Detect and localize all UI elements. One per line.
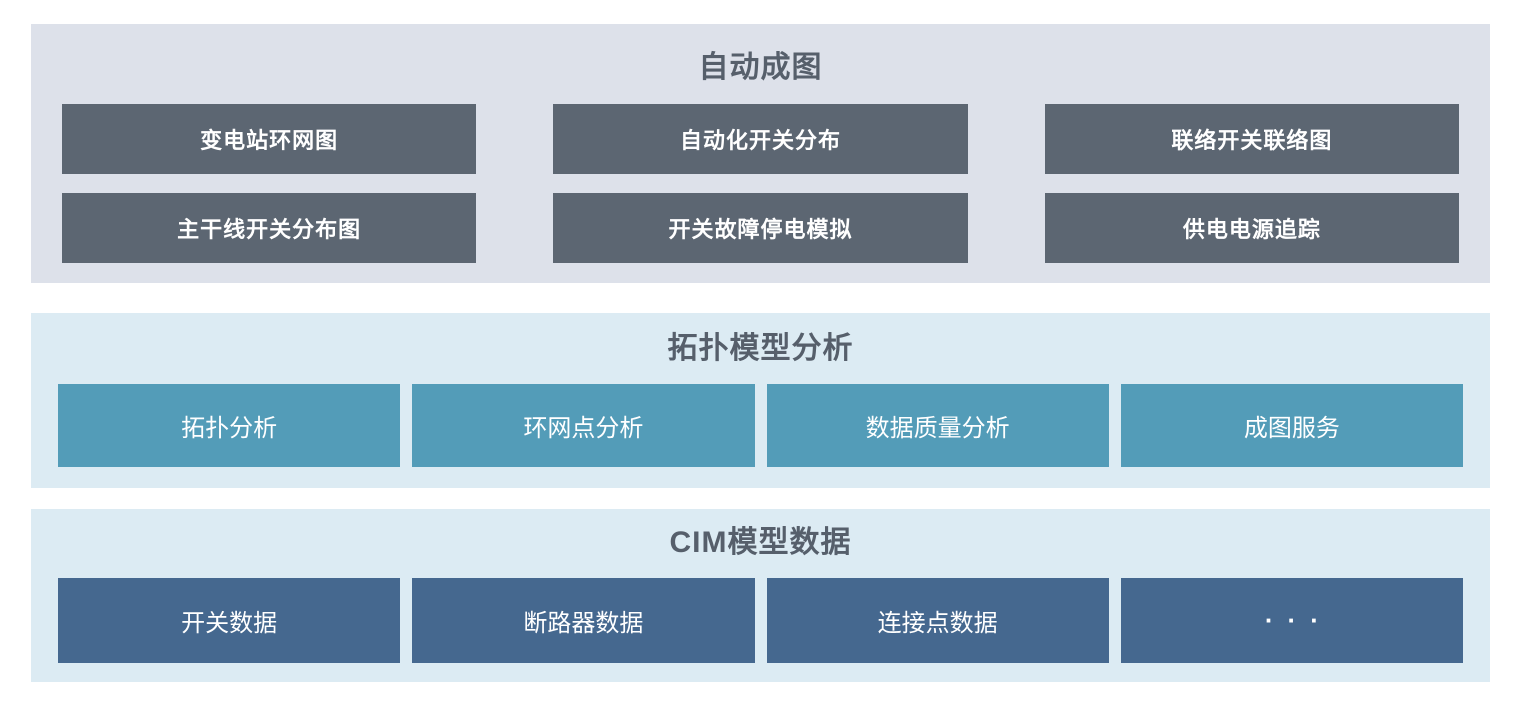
block-ring-point-analysis: 环网点分析 <box>412 384 755 467</box>
block-switch-fault-outage-simulation: 开关故障停电模拟 <box>553 193 968 263</box>
block-substation-ring-diagram: 变电站环网图 <box>62 104 477 174</box>
section-topology-analysis-title: 拓扑模型分析 <box>667 332 854 365</box>
block-topology-analysis: 拓扑分析 <box>58 384 401 467</box>
auto-diagram-block-grid: 变电站环网图 自动化开关分布 联络开关联络图 主干线开关分布图 开关故障停电模拟… <box>62 104 1459 263</box>
cim-block-row: 开关数据 断路器数据 连接点数据 ··· <box>58 578 1463 663</box>
block-breaker-data: 断路器数据 <box>412 578 755 663</box>
block-power-source-tracing: 供电电源追踪 <box>1044 193 1459 263</box>
block-tie-switch-connection-diagram: 联络开关联络图 <box>1044 104 1459 174</box>
block-switch-data: 开关数据 <box>58 578 401 663</box>
block-connection-point-data: 连接点数据 <box>766 578 1109 663</box>
section-auto-diagram-title: 自动成图 <box>698 51 823 84</box>
section-topology-analysis: 拓扑模型分析 拓扑分析 环网点分析 数据质量分析 成图服务 <box>31 313 1490 488</box>
section-cim-model-data: CIM模型数据 开关数据 断路器数据 连接点数据 ··· <box>31 509 1490 682</box>
block-data-quality-analysis: 数据质量分析 <box>766 384 1109 467</box>
section-auto-diagram: 自动成图 变电站环网图 自动化开关分布 联络开关联络图 主干线开关分布图 开关故… <box>31 24 1490 283</box>
topology-block-row: 拓扑分析 环网点分析 数据质量分析 成图服务 <box>58 384 1463 467</box>
block-trunk-line-switch-distribution: 主干线开关分布图 <box>62 193 477 263</box>
architecture-diagram: 自动成图 变电站环网图 自动化开关分布 联络开关联络图 主干线开关分布图 开关故… <box>0 24 1530 715</box>
block-diagram-service: 成图服务 <box>1120 384 1463 467</box>
block-automated-switch-distribution: 自动化开关分布 <box>553 104 968 174</box>
section-cim-model-data-title: CIM模型数据 <box>669 526 852 559</box>
block-more-ellipsis: ··· <box>1120 578 1463 663</box>
